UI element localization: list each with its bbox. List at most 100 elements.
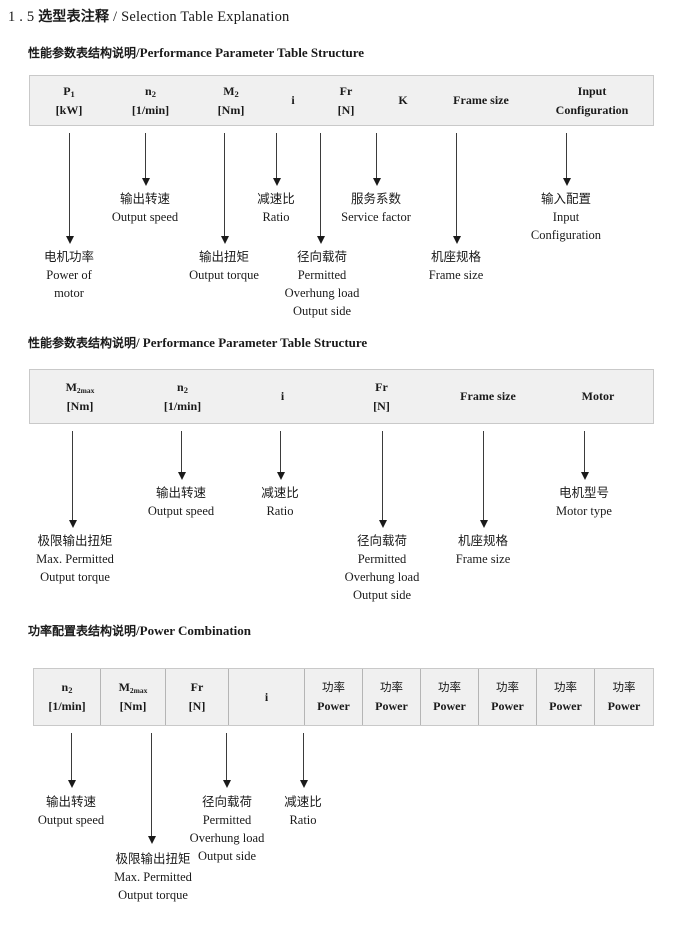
section-3-heading-sep: / <box>136 623 140 638</box>
table-1-col-m2: M2 [Nm] <box>193 76 269 125</box>
note-table-1-fr-en-3: Output side <box>293 304 351 319</box>
table-3-col-fr-symbol: Fr <box>190 680 204 695</box>
note-table-1-n2-en-1: Output speed <box>111 210 179 225</box>
table-3-col-m2max-symbol: M <box>118 680 130 695</box>
table-3-col-n2-unit: [1/min] <box>48 699 86 713</box>
note-table-1-frame-size-en-1: Frame size <box>428 268 484 283</box>
table-2-col-m2max-unit: [Nm] <box>66 398 94 413</box>
note-table-2-frame-size-cn: 机座规格 <box>457 533 508 548</box>
note-table-1-k: 服务系数 Service factor <box>341 190 411 226</box>
table-3-col-i-symbol: i <box>264 689 269 704</box>
section-2-heading-cn: 性能参数表结构说明 <box>28 336 137 350</box>
table-2-col-m2max: M2max [Nm] <box>30 370 130 423</box>
table-1-col-n2-unit: [1/min] <box>131 102 170 117</box>
note-table-2-m2max-cn: 极限输出扭矩 <box>37 533 113 548</box>
table-3-col-power-2-cn: 功率 <box>380 679 403 694</box>
table-1-col-i-symbol: i <box>291 93 295 108</box>
performance-parameter-table-2: M2max [Nm] n2 [1/min] i Fr [N] Frame siz… <box>29 369 654 424</box>
section-1-heading-sep: / <box>136 45 140 60</box>
table-2-col-i: i <box>235 370 330 423</box>
arrow-table-1-k <box>372 133 381 186</box>
note-table-2-motor-en-1: Motor type <box>556 504 612 519</box>
table-3-col-power-3: 功率 Power <box>421 669 479 725</box>
arrow-table-3-i <box>299 733 308 788</box>
arrow-table-1-input-configuration <box>562 133 571 186</box>
section-2-heading-sep: / <box>136 335 140 350</box>
table-2-col-n2: n2 [1/min] <box>130 370 235 423</box>
power-combination-table: n2 [1/min] M2max [Nm] Fr [N] i 功率 Power … <box>33 668 654 726</box>
table-3-col-power-5: 功率 Power <box>537 669 595 725</box>
arrow-table-1-n2 <box>141 133 150 186</box>
table-1-col-fr-unit: [N] <box>337 102 355 117</box>
note-table-3-n2-cn: 输出转速 <box>45 794 96 809</box>
note-table-1-k-cn: 服务系数 <box>350 191 402 206</box>
table-1-col-input-configuration-line2: Configuration <box>555 102 629 117</box>
arrow-table-3-fr <box>222 733 231 788</box>
table-3-col-m2max: M2max [Nm] <box>101 669 166 725</box>
note-table-1-k-en-1: Service factor <box>341 210 411 225</box>
table-1-col-k-symbol: K <box>398 93 408 108</box>
note-table-2-motor-cn: 电机型号 <box>558 485 609 500</box>
arrow-table-2-motor <box>580 431 589 480</box>
table-1-col-input-configuration-line1: Input <box>577 83 607 98</box>
arrow-table-2-n2 <box>177 431 186 480</box>
note-table-1-input-configuration-cn: 输入配置 <box>540 191 592 206</box>
arrow-table-1-frame-size <box>452 133 461 244</box>
note-table-1-input-configuration: 输入配置 Input Configuration <box>531 190 601 244</box>
page-title-number: 1 . 5 <box>8 9 35 25</box>
table-3-col-power-4: 功率 Power <box>479 669 537 725</box>
note-table-3-n2: 输出转速 Output speed <box>38 793 104 829</box>
performance-parameter-table-1: P1 [kW] n2 [1/min] M2 [Nm] i Fr [N] K Fr… <box>29 75 654 126</box>
note-table-1-fr-en-1: Permitted <box>297 268 347 283</box>
note-table-2-i-cn: 减速比 <box>261 485 299 500</box>
note-table-1-p1-en-1: Power of <box>46 268 92 283</box>
note-table-1-p1-cn: 电机功率 <box>43 249 95 264</box>
note-table-2-i: 减速比 Ratio <box>261 484 299 520</box>
page-title-separator: / <box>113 9 118 25</box>
table-2-col-m2max-symbol: M <box>65 379 77 394</box>
note-table-3-fr-cn: 径向载荷 <box>201 794 253 809</box>
note-table-2-fr-en-3: Output side <box>353 588 411 603</box>
table-3-col-power-4-cn: 功率 <box>496 679 519 694</box>
note-table-1-p1: 电机功率 Power of motor <box>44 248 94 302</box>
note-table-1-m2: 输出扭矩 Output torque <box>189 248 259 284</box>
table-2-col-fr: Fr [N] <box>330 370 433 423</box>
note-table-1-p1-en-2: motor <box>54 286 84 301</box>
table-3-col-power-5-cn: 功率 <box>554 679 577 694</box>
note-table-1-frame-size-cn: 机座规格 <box>430 249 481 264</box>
table-3-col-fr: Fr [N] <box>166 669 229 725</box>
note-table-3-m2max-cn: 极限输出扭矩 <box>115 851 191 866</box>
table-3-col-n2-subscript: 2 <box>68 685 73 696</box>
table-3-col-power-4-en: Power <box>491 698 524 713</box>
note-table-3-i: 减速比 Ratio <box>284 793 322 829</box>
table-1-col-p1-subscript: 1 <box>70 88 75 99</box>
table-3-col-power-6: 功率 Power <box>595 669 653 725</box>
table-1-col-k: K <box>375 76 431 125</box>
note-table-1-i: 减速比 Ratio <box>257 190 295 226</box>
note-table-1-n2-cn: 输出转速 <box>119 191 170 206</box>
table-1-col-m2-unit: [Nm] <box>217 102 245 117</box>
note-table-3-n2-en-1: Output speed <box>37 813 105 828</box>
table-3-col-power-2-en: Power <box>375 698 408 713</box>
note-table-1-fr-en-2: Overhung load <box>284 286 360 301</box>
table-3-col-power-6-cn: 功率 <box>612 679 636 694</box>
section-3-heading-en: Power Combination <box>139 623 251 638</box>
section-3-heading-cn: 功率配置表结构说明 <box>28 624 137 638</box>
table-2-col-fr-symbol: Fr <box>375 379 388 394</box>
table-3-col-power-1: 功率 Power <box>305 669 363 725</box>
table-3-col-fr-unit: [N] <box>188 699 206 713</box>
section-1-heading: 性能参数表结构说明/Performance Parameter Table St… <box>28 44 364 61</box>
table-2-col-frame-size: Frame size <box>433 370 543 423</box>
table-2-col-motor: Motor <box>543 370 653 423</box>
note-table-1-m2-en-1: Output torque <box>189 268 259 283</box>
note-table-3-fr-en-3: Output side <box>198 849 256 864</box>
arrow-table-3-m2max <box>147 733 156 844</box>
table-3-col-m2max-subscript: 2max <box>129 686 148 696</box>
note-table-2-fr-en-1: Permitted <box>357 552 407 567</box>
table-1-col-frame-size-label: Frame size <box>453 93 509 108</box>
table-1-col-p1-symbol: P <box>63 83 71 98</box>
table-3-col-power-5-en: Power <box>549 698 582 713</box>
table-3-col-power-1-cn: 功率 <box>322 679 345 694</box>
table-2-col-i-symbol: i <box>280 389 285 404</box>
table-3-col-power-3-cn: 功率 <box>438 679 461 694</box>
